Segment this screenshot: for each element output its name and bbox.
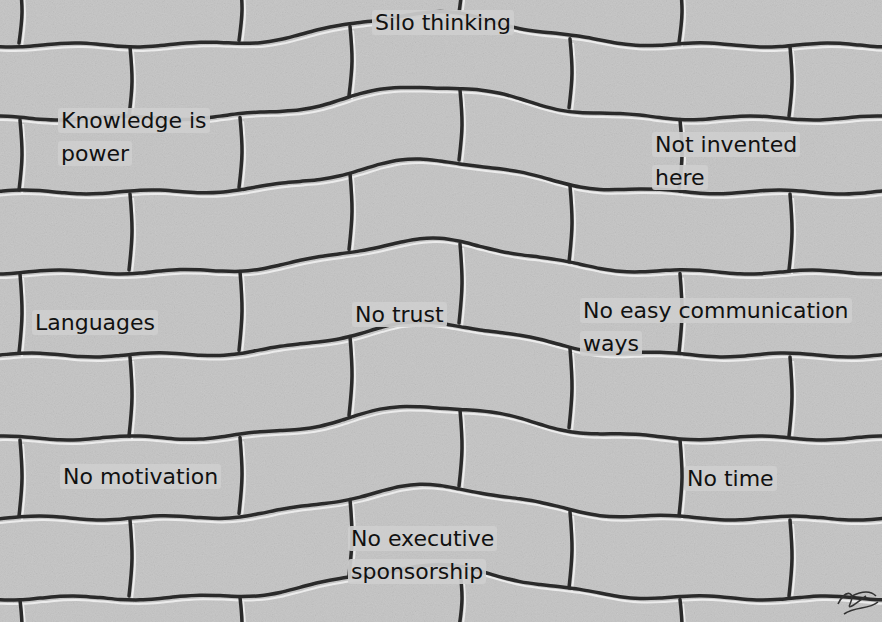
mortar-line <box>239 271 242 350</box>
brick-label: No executive sponsorship <box>348 526 497 584</box>
mortar-line <box>19 120 22 190</box>
mortar-line <box>19 440 22 516</box>
mortar-line <box>19 0 22 43</box>
mortar-line <box>129 357 132 436</box>
mortar-line <box>569 349 572 428</box>
mortar-line <box>459 410 462 486</box>
mortar-line <box>679 0 682 43</box>
wall-label-box: No easy communication ways <box>580 294 862 360</box>
brick-label: No motivation <box>60 464 221 489</box>
mortar-line <box>569 39 572 108</box>
mortar-line <box>789 520 792 596</box>
mortar-line <box>569 186 572 262</box>
mortar-line <box>0 159 882 194</box>
mortar-line <box>459 90 462 160</box>
mortar-line <box>349 173 352 249</box>
wall-label-box: Silo thinking <box>372 6 572 39</box>
mortar-line <box>459 244 462 323</box>
mortar-line <box>789 47 792 116</box>
mortar-line <box>129 47 132 116</box>
mortar-line <box>239 117 242 187</box>
brick-label: Not invented here <box>652 132 800 190</box>
mortar-line <box>239 0 242 40</box>
wall-label-box: No executive sponsorship <box>348 522 538 588</box>
mortar-line <box>679 440 682 516</box>
wall-label-box: Languages <box>32 306 192 339</box>
mortar-line <box>789 357 792 436</box>
wall-label-box: Knowledge is power <box>58 104 208 170</box>
mortar-line <box>789 194 792 270</box>
mortar-line <box>239 597 242 622</box>
mortar-line <box>129 520 132 596</box>
wall-label-box: Not invented here <box>652 128 842 194</box>
brick-label: Knowledge is power <box>58 108 210 166</box>
mortar-line <box>569 512 572 588</box>
mortar-line <box>349 336 352 415</box>
wall-label-box: No time <box>684 462 824 495</box>
mortar-line <box>19 600 22 622</box>
signature-scribble <box>838 592 878 614</box>
mortar-line <box>129 194 132 270</box>
mortar-line <box>679 600 682 622</box>
mortar-line <box>19 274 22 353</box>
brick-label: No easy communication ways <box>580 298 852 356</box>
brick-label: Silo thinking <box>372 10 514 35</box>
mortar-line <box>239 437 242 513</box>
brick-label: Languages <box>32 310 158 335</box>
wall-label-box: No motivation <box>60 460 260 493</box>
brick-label: No time <box>684 466 777 491</box>
brick-label: No trust <box>352 302 447 327</box>
wall-label-box: No trust <box>352 298 492 331</box>
mortar-line <box>349 26 352 95</box>
